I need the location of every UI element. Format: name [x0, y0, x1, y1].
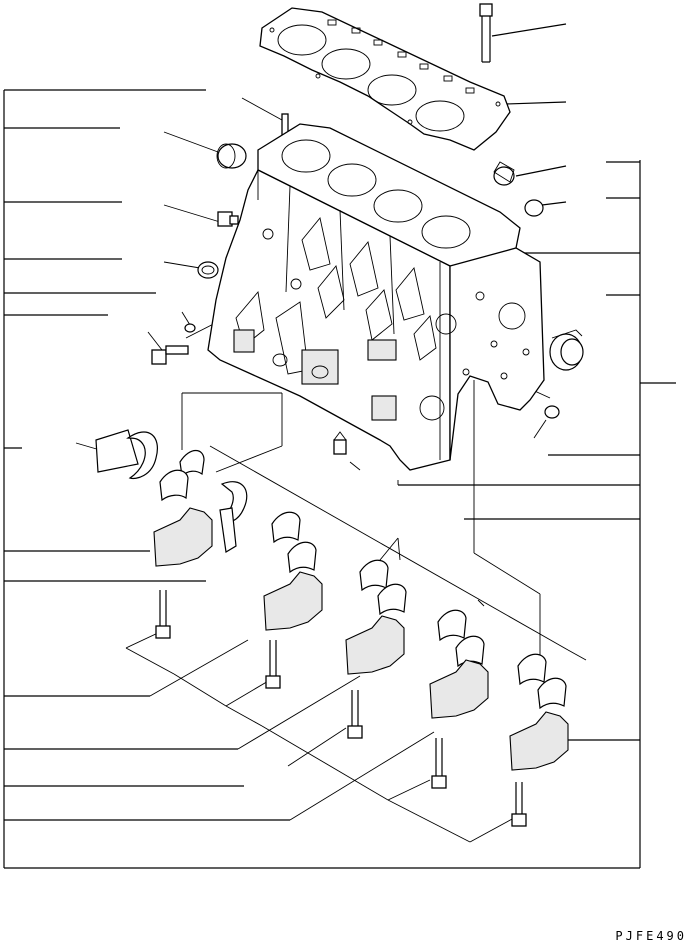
drain-plug: [333, 405, 560, 455]
side-bolt: [151, 345, 189, 365]
internal-leaders: [75, 97, 587, 843]
right-leader-lines: [398, 23, 640, 741]
drawing-code: PJFE490: [615, 929, 687, 943]
cap-bolt: [155, 590, 527, 827]
main-bearing: [159, 449, 567, 710]
oil-seal: [549, 329, 584, 371]
cylinder-head-gasket: [259, 7, 511, 151]
cylinder-block: [207, 123, 545, 471]
left-leader-frame: [3, 89, 676, 869]
head-bolt: [479, 3, 493, 63]
expansion-plug: [216, 143, 544, 217]
o-ring: [184, 261, 219, 333]
plug-bolt: [217, 211, 239, 227]
main-bearing-cap: [153, 507, 569, 771]
thrust-washer: [95, 429, 248, 553]
